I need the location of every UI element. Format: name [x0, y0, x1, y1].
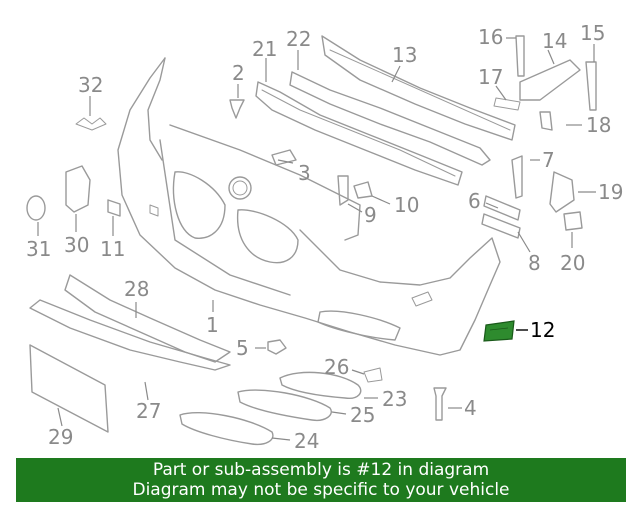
callout-6: 6 — [468, 189, 481, 213]
callout-19: 19 — [598, 180, 623, 204]
callout-26: 26 — [324, 355, 349, 379]
callout-14: 14 — [542, 29, 567, 53]
callout-5: 5 — [236, 336, 249, 360]
callout-numbers: 1 2 3 4 5 6 7 8 9 10 11 12 13 14 15 16 1… — [26, 21, 623, 453]
callout-3: 3 — [298, 161, 311, 185]
callout-22: 22 — [286, 27, 311, 51]
callout-28: 28 — [124, 277, 149, 301]
part-info-banner: Part or sub-assembly is #12 in diagram D… — [16, 458, 626, 502]
callout-27: 27 — [136, 399, 161, 423]
upper-carrier-parts — [255, 35, 516, 186]
parts-diagram: 1 2 3 4 5 6 7 8 9 10 11 12 13 14 15 16 1… — [26, 21, 623, 453]
callout-9: 9 — [364, 203, 377, 227]
callout-10: 10 — [394, 193, 419, 217]
callout-25: 25 — [350, 403, 375, 427]
callout-13: 13 — [392, 43, 417, 67]
fog-lamp-trim-parts — [179, 367, 383, 446]
callout-2: 2 — [232, 61, 245, 85]
banner-line-2: Diagram may not be specific to your vehi… — [132, 480, 510, 500]
callout-12: 12 — [530, 318, 555, 342]
callout-16: 16 — [478, 25, 503, 49]
callout-15: 15 — [580, 21, 605, 45]
callout-24: 24 — [294, 429, 319, 453]
callout-23: 23 — [382, 387, 407, 411]
leader-lines — [37, 37, 596, 441]
callout-21: 21 — [252, 37, 277, 61]
small-parts — [26, 35, 597, 421]
callout-8: 8 — [528, 251, 541, 275]
callout-32: 32 — [78, 73, 103, 97]
callout-29: 29 — [48, 425, 73, 449]
callout-11: 11 — [100, 237, 125, 261]
bumper-cover-part — [117, 57, 501, 356]
callout-20: 20 — [560, 251, 585, 275]
callout-18: 18 — [586, 113, 611, 137]
callout-31: 31 — [26, 237, 51, 261]
callout-30: 30 — [64, 233, 89, 257]
highlighted-part-12 — [483, 320, 515, 342]
callout-1: 1 — [206, 313, 219, 337]
lower-trim-parts — [29, 274, 231, 433]
callout-17: 17 — [478, 65, 503, 89]
callout-7: 7 — [542, 148, 555, 172]
callout-4: 4 — [464, 396, 477, 420]
banner-line-1: Part or sub-assembly is #12 in diagram — [152, 460, 490, 480]
